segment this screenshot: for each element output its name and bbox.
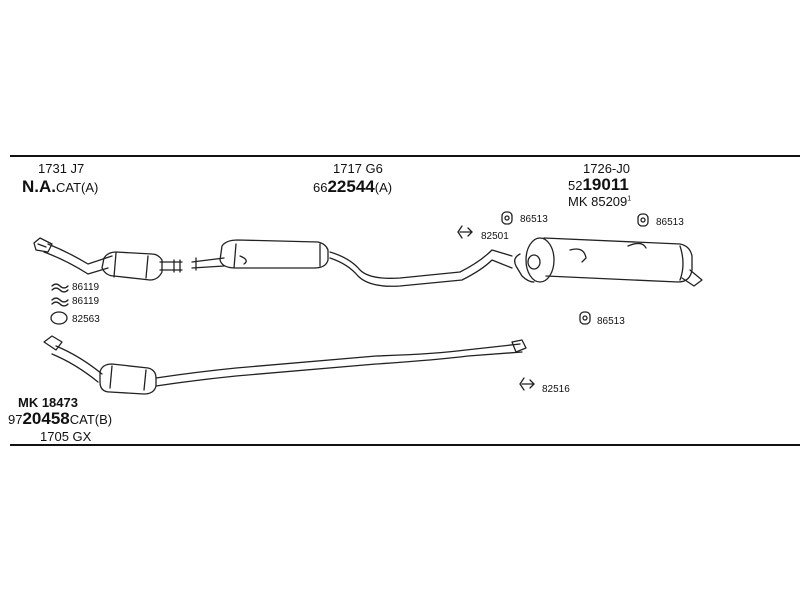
part-82501: 82501 <box>481 231 509 242</box>
rubber-mount-86513-c-icon <box>579 311 591 325</box>
middle-prefix: 66 <box>313 180 328 195</box>
clamp-82516-icon <box>519 377 535 391</box>
front-mk: MK 18473 <box>18 395 78 410</box>
catalyst-lower-icon <box>43 335 527 395</box>
rear-bold: 19011 <box>582 175 629 194</box>
middle-silencer-icon <box>191 239 513 287</box>
rear-ref: 5219011 <box>568 176 629 194</box>
rear-code: 1726-J0 <box>583 161 630 176</box>
middle-suffix: (A) <box>374 180 393 195</box>
part-86513-b: 86513 <box>656 217 684 228</box>
middle-bold: 22544 <box>327 177 375 196</box>
rubber-mount-86513-a-icon <box>501 211 513 225</box>
middle-ref: 6622544(A) <box>313 178 392 196</box>
rear-mk-sup: 1 <box>627 195 632 203</box>
top-rule <box>10 155 800 157</box>
bottom-rule <box>10 444 800 446</box>
clip-86119-a-icon <box>51 283 69 293</box>
catalyst-top-bold: N.A. <box>22 177 56 196</box>
part-86119-a: 86119 <box>72 282 100 293</box>
clip-86119-b-icon <box>51 297 69 307</box>
part-82563: 82563 <box>72 314 100 325</box>
front-prefix: 97 <box>8 412 23 427</box>
rear-mk: MK 852091 <box>568 195 631 208</box>
rear-silencer-icon <box>514 237 703 287</box>
front-ref: 9720458CAT(B) <box>8 410 112 428</box>
clamp-82501-icon <box>457 225 473 239</box>
part-86513-a: 86513 <box>520 214 548 225</box>
catalyst-top-code: 1731 J7 <box>38 161 85 176</box>
gasket-82563-icon <box>50 311 68 325</box>
catalyst-top-ref: N.A.CAT(A) <box>22 178 98 196</box>
catalyst-upper-icon <box>33 237 183 281</box>
part-86513-c: 86513 <box>597 316 625 327</box>
front-suffix: CAT(B) <box>69 412 113 427</box>
part-86119-b: 86119 <box>72 296 100 307</box>
middle-code: 1717 G6 <box>333 161 383 176</box>
rear-mk-text: MK 85209 <box>568 194 628 209</box>
part-82516: 82516 <box>542 384 570 395</box>
rubber-mount-86513-b-icon <box>637 213 649 227</box>
rear-prefix: 52 <box>568 178 583 193</box>
front-bold: 20458 <box>22 409 70 428</box>
front-code: 1705 GX <box>40 429 92 444</box>
catalyst-top-suffix: CAT(A) <box>56 180 99 195</box>
